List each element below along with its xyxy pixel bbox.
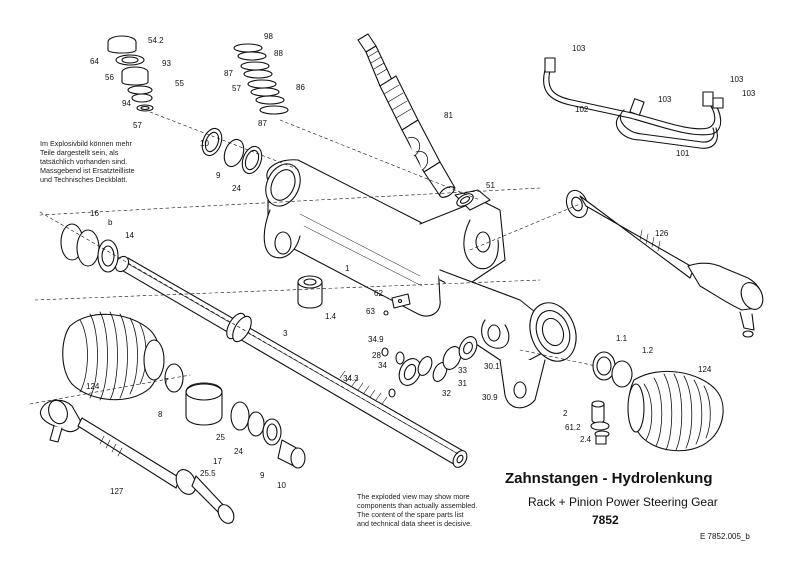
label-17: 17 bbox=[213, 457, 222, 466]
label-103-c: 103 bbox=[658, 95, 672, 104]
label-62: 62 bbox=[374, 289, 383, 298]
drawing-code: E 7852.005_b bbox=[700, 532, 750, 541]
label-3: 3 bbox=[283, 329, 288, 338]
seal-ring-part-51 bbox=[456, 193, 474, 207]
label-24-top: 24 bbox=[232, 184, 241, 193]
label-101: 101 bbox=[676, 149, 690, 158]
note-german-line: Im Explosivbild können mehr bbox=[40, 139, 132, 148]
label-b: b bbox=[108, 218, 113, 227]
note-english-line: The exploded view may show more bbox=[357, 492, 470, 501]
label-103-b: 103 bbox=[730, 75, 744, 84]
tie-rod-part-126 bbox=[565, 189, 764, 338]
label-31: 31 bbox=[458, 379, 467, 388]
label-33: 33 bbox=[458, 366, 467, 375]
label-87-top: 87 bbox=[224, 69, 233, 78]
label-34: 34 bbox=[378, 361, 387, 370]
adjuster-parts-group bbox=[381, 336, 478, 398]
label-103-d: 103 bbox=[742, 89, 756, 98]
diagram-title: Zahnstangen - Hydrolenkung bbox=[505, 470, 713, 487]
label-57: 57 bbox=[133, 121, 142, 130]
note-english-line: and technical data sheet is decisive. bbox=[357, 519, 473, 528]
label-94: 94 bbox=[122, 99, 131, 108]
label-14: 14 bbox=[125, 231, 134, 240]
rack-bar-part-3 bbox=[114, 255, 468, 468]
label-51: 51 bbox=[486, 181, 495, 190]
hydraulic-lines-101-102 bbox=[543, 57, 724, 149]
label-32: 32 bbox=[442, 389, 451, 398]
label-55: 55 bbox=[175, 79, 184, 88]
label-2-4: 2.4 bbox=[580, 435, 592, 444]
seal-ring-group-left-bottom bbox=[164, 363, 306, 469]
valve-cap-group bbox=[107, 35, 154, 112]
label-25-5: 25.5 bbox=[200, 469, 216, 478]
bellows-part-124-right bbox=[627, 370, 724, 452]
label-28: 28 bbox=[372, 351, 381, 360]
label-10-bottom: 10 bbox=[277, 481, 286, 490]
label-25: 25 bbox=[216, 433, 225, 442]
label-34-3: 34.3 bbox=[343, 374, 359, 383]
label-63: 63 bbox=[366, 307, 375, 316]
seal-ring-group-16-14 bbox=[60, 223, 119, 273]
label-124-left: 124 bbox=[86, 382, 100, 391]
label-103-a: 103 bbox=[572, 44, 586, 53]
note-german-line: Massgebend ist Ersatzteilliste bbox=[40, 166, 135, 175]
fitting-part-2 bbox=[590, 400, 610, 445]
label-127: 127 bbox=[110, 487, 124, 496]
label-86: 86 bbox=[296, 83, 305, 92]
part-number: 7852 bbox=[592, 513, 619, 527]
seal-ring-group-left-top bbox=[201, 127, 263, 175]
label-2: 2 bbox=[563, 409, 568, 418]
label-87-bottom: 87 bbox=[258, 119, 267, 128]
diagram-subtitle: Rack + Pinion Power Steering Gear bbox=[528, 495, 718, 509]
label-61-2: 61.2 bbox=[565, 423, 581, 432]
bushing-part-1-4 bbox=[297, 275, 323, 309]
label-126: 126 bbox=[655, 229, 669, 238]
label-7: 7 bbox=[164, 377, 169, 386]
label-57-springs: 57 bbox=[232, 84, 241, 93]
label-1-1: 1.1 bbox=[616, 334, 628, 343]
label-88: 88 bbox=[274, 49, 283, 58]
label-1: 1 bbox=[345, 264, 350, 273]
label-54-2: 54.2 bbox=[148, 36, 164, 45]
label-102: 102 bbox=[575, 105, 589, 114]
note-german: Im Explosivbild können mehr Teile darges… bbox=[40, 139, 135, 184]
leader-lines bbox=[29, 111, 597, 456]
label-24-bottom: 24 bbox=[234, 447, 243, 456]
bellows-part-124-left bbox=[62, 311, 165, 401]
plate-part-62 bbox=[383, 293, 411, 316]
label-64: 64 bbox=[90, 57, 99, 66]
label-81: 81 bbox=[444, 111, 453, 120]
rack-piston-ring bbox=[226, 312, 252, 343]
label-1-2: 1.2 bbox=[642, 346, 654, 355]
pinion-valve-part-81 bbox=[357, 33, 456, 198]
tie-rod-part-127 bbox=[39, 399, 235, 524]
note-german-line: tatsächlich vorhanden sind. bbox=[40, 157, 128, 166]
label-56: 56 bbox=[105, 73, 114, 82]
spring-ring-group bbox=[233, 43, 289, 115]
note-german-line: Teile dargestellt sein, als bbox=[40, 148, 119, 157]
label-124-right: 124 bbox=[698, 365, 712, 374]
label-98: 98 bbox=[264, 32, 273, 41]
label-9-top: 9 bbox=[216, 171, 221, 180]
note-english: The exploded view may show more componen… bbox=[357, 492, 477, 528]
label-1-4: 1.4 bbox=[325, 312, 337, 321]
label-34-9: 34.9 bbox=[368, 335, 384, 344]
note-german-line: und Technisches Deckblatt. bbox=[40, 175, 128, 184]
label-30-9: 30.9 bbox=[482, 393, 498, 402]
label-8: 8 bbox=[158, 410, 163, 419]
note-english-line: The content of the spare parts list bbox=[357, 510, 464, 519]
gear-housing-part-1 bbox=[263, 159, 577, 409]
seal-ring-group-1-1 bbox=[592, 351, 633, 388]
label-93: 93 bbox=[162, 59, 171, 68]
label-30-1: 30.1 bbox=[484, 362, 500, 371]
note-english-line: components than actually assembled. bbox=[357, 501, 478, 510]
label-16: 16 bbox=[90, 209, 99, 218]
label-10-top: 10 bbox=[200, 139, 209, 148]
label-9-bottom: 9 bbox=[260, 471, 265, 480]
